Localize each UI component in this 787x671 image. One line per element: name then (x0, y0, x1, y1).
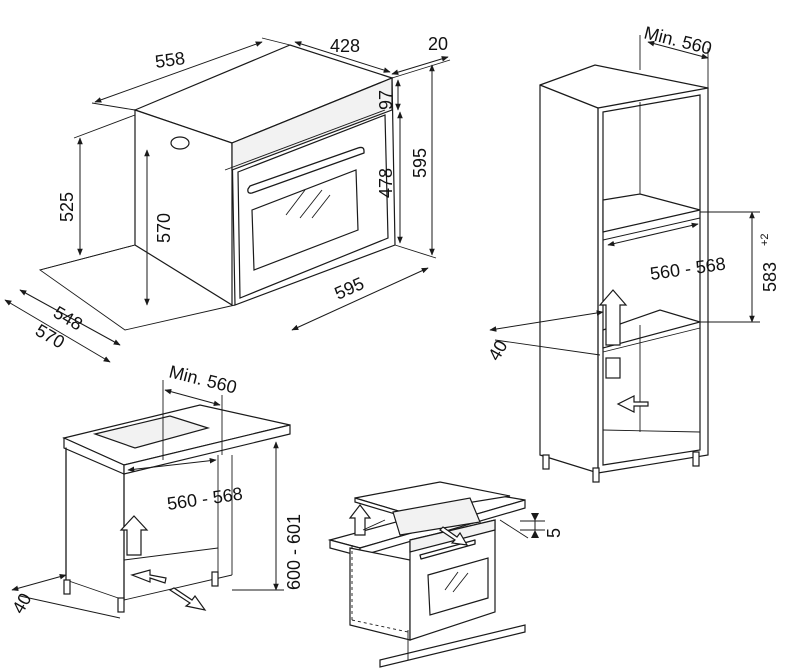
column-min-width: Min. 560 (642, 22, 714, 58)
airflow-up-arrow (348, 504, 372, 536)
dim-570-inner: 570 (154, 213, 174, 243)
column-dimension-lines (489, 35, 760, 356)
dim-20: 20 (428, 34, 448, 54)
airflow-up-arrow (119, 515, 149, 556)
dim-525: 525 (57, 192, 77, 222)
column-foot (692, 451, 700, 467)
column-cabinet-drawing (539, 64, 709, 483)
airflow-out-arrow (439, 526, 469, 546)
dim-97: 97 (376, 90, 396, 110)
hob-gap: 5 (544, 528, 564, 538)
column-niche-height: 583 (760, 262, 780, 292)
oven-side-face (134, 109, 233, 307)
airflow-up-arrow (598, 289, 628, 346)
dim-595-horizontal: 595 (331, 273, 367, 303)
airflow-in-arrow (616, 395, 649, 413)
oven-window (251, 169, 359, 271)
hob-dimension-lines (520, 513, 545, 538)
dim-428: 428 (330, 36, 360, 56)
oven-drawing (38, 44, 396, 331)
oven-control-panel (231, 77, 393, 171)
column-upper-shelf (602, 193, 701, 233)
oven-window-small (427, 557, 489, 616)
vent-marker (605, 357, 621, 379)
oven-dimension-lines (4, 37, 451, 363)
oven-side-opening (170, 136, 190, 150)
airflow-out-arrow (168, 587, 207, 611)
undercounter-niche-height: 600 - 601 (284, 514, 304, 590)
oven-handle (247, 146, 365, 194)
hob-cutout (92, 415, 211, 449)
dim-595-vertical: 595 (410, 148, 430, 178)
undercounter-dimension-lines (11, 380, 284, 619)
cabinet-foot (117, 597, 125, 613)
column-niche-height-tolerance: +2 (759, 233, 771, 246)
column-foot (592, 467, 600, 483)
undercounter-rear-gap: 40 (8, 590, 35, 617)
airflow-in-arrow (130, 569, 167, 584)
cabinet-foot (63, 579, 71, 595)
cabinet-foot (211, 571, 219, 587)
column-foot (542, 454, 550, 470)
oven-side (349, 547, 411, 641)
column-rear-gap: 40 (484, 337, 511, 364)
hob-body (392, 497, 481, 536)
hob-oven-drawing (327, 481, 529, 668)
oven-handle-small (419, 539, 476, 560)
dim-478: 478 (376, 168, 396, 198)
undercounter-min-width: Min. 560 (167, 361, 239, 397)
plinth (379, 624, 526, 668)
dim-558: 558 (154, 48, 187, 72)
